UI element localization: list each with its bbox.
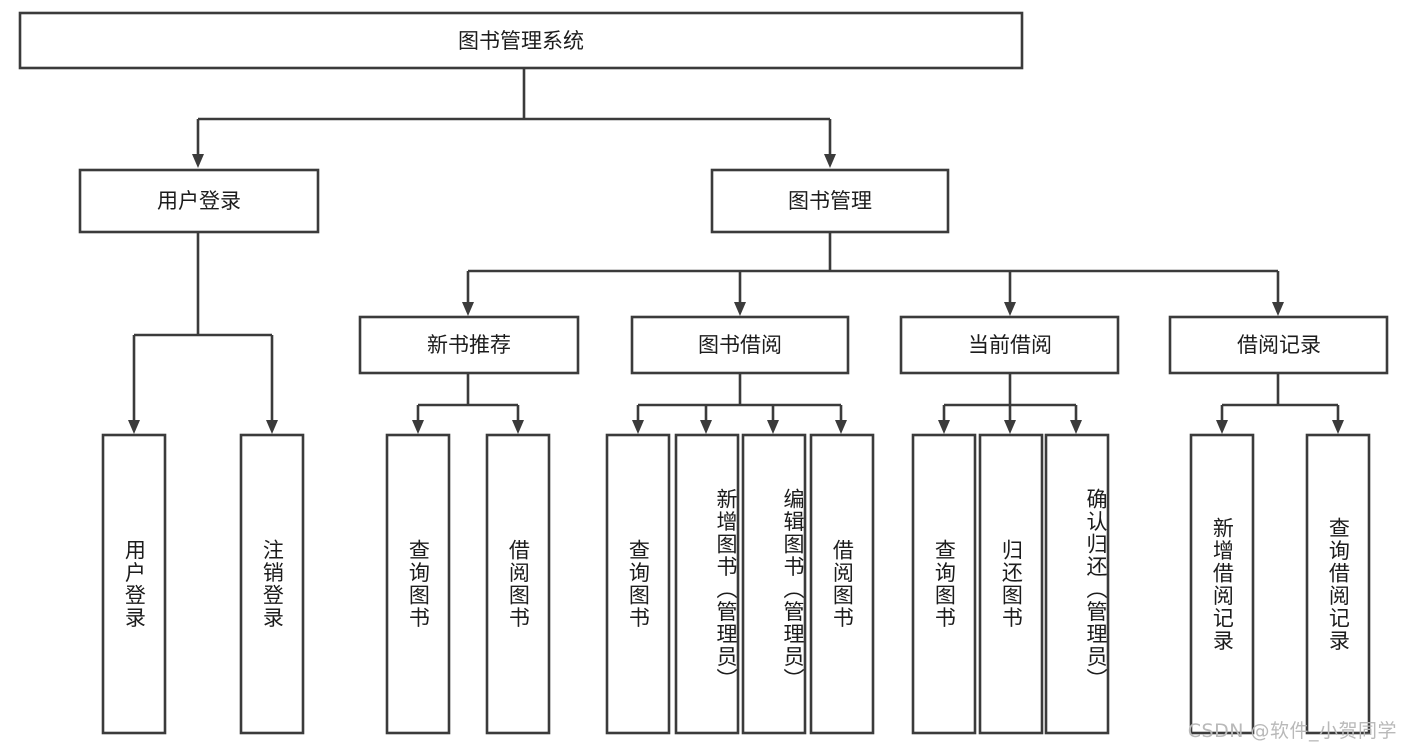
node-current-borrow-label: 当前借阅 xyxy=(968,333,1052,357)
arrow-bb-c1 xyxy=(632,420,644,434)
arrow-bb-c3 xyxy=(767,420,779,434)
leaf-box-borrow-record-1[interactable] xyxy=(1189,433,1255,735)
connector-current-borrow-children xyxy=(938,373,1082,434)
node-book-borrow[interactable]: 图书借阅 xyxy=(630,315,850,375)
leaf-boxes-new-book-recommend xyxy=(385,433,551,735)
node-current-borrow[interactable]: 当前借阅 xyxy=(899,315,1120,375)
node-new-book-recommend-box[interactable] xyxy=(358,315,580,375)
leaf-boxes-borrow-record xyxy=(1189,433,1371,735)
arrow-bb-c4 xyxy=(835,420,847,434)
connector-book-manage-children xyxy=(462,232,1284,316)
node-current-borrow-box[interactable] xyxy=(899,315,1120,375)
arrow-to-book-manage xyxy=(824,154,836,168)
node-book-manage[interactable]: 图书管理 xyxy=(710,168,950,234)
leaf-boxes-book-borrow xyxy=(605,433,875,735)
leaf-box-book-borrow-2[interactable] xyxy=(674,433,740,735)
arrow-bm-c1 xyxy=(462,302,474,316)
leaf-box-new-book-2[interactable] xyxy=(485,433,551,735)
node-borrow-record-box[interactable] xyxy=(1168,315,1389,375)
arrow-bb-c2 xyxy=(700,420,712,434)
node-root-label: 图书管理系统 xyxy=(458,29,584,53)
connector-borrow-record-children xyxy=(1216,373,1344,434)
arrow-nb-c2 xyxy=(512,420,524,434)
leaf-box-book-borrow-1[interactable] xyxy=(605,433,671,735)
arrow-bm-c4 xyxy=(1272,302,1284,316)
leaf-box-book-borrow-4[interactable] xyxy=(809,433,875,735)
node-user-login[interactable]: 用户登录 xyxy=(78,168,320,234)
arrow-bm-c3 xyxy=(1004,302,1016,316)
node-book-manage-box[interactable] xyxy=(710,168,950,234)
node-book-manage-label: 图书管理 xyxy=(788,189,872,213)
node-book-borrow-label: 图书借阅 xyxy=(698,333,782,357)
connector-book-borrow-children xyxy=(632,373,847,434)
arrow-ul-c2 xyxy=(266,420,278,434)
connector-new-book-children xyxy=(412,373,524,434)
arrow-bm-c2 xyxy=(734,302,746,316)
leaf-box-borrow-record-2[interactable] xyxy=(1305,433,1371,735)
arrow-cb-c3 xyxy=(1070,420,1082,434)
leaf-boxes-current-borrow xyxy=(911,433,1110,735)
connector-root-to-level2 xyxy=(192,68,836,168)
node-root-box[interactable] xyxy=(18,11,1024,70)
leaf-box-current-borrow-2[interactable] xyxy=(978,433,1044,735)
node-book-borrow-box[interactable] xyxy=(630,315,850,375)
arrow-br-c1 xyxy=(1216,420,1228,434)
csdn-watermark: CSDN @软件_小贺同学 xyxy=(1187,720,1397,742)
arrow-to-user-login xyxy=(192,154,204,168)
leaf-box-current-borrow-3[interactable] xyxy=(1044,433,1110,735)
leaf-boxes-user-login xyxy=(101,433,305,735)
node-user-login-box[interactable] xyxy=(78,168,320,234)
node-borrow-record[interactable]: 借阅记录 xyxy=(1168,315,1389,375)
node-new-book-recommend-label: 新书推荐 xyxy=(427,333,511,357)
arrow-cb-c2 xyxy=(1004,420,1016,434)
leaf-box-book-borrow-3[interactable] xyxy=(741,433,807,735)
leaf-box-user-login-1[interactable] xyxy=(101,433,167,735)
node-user-login-label: 用户登录 xyxy=(157,189,241,213)
connector-user-login-children xyxy=(128,232,278,434)
arrow-ul-c1 xyxy=(128,420,140,434)
node-borrow-record-label: 借阅记录 xyxy=(1237,333,1321,357)
arrow-cb-c1 xyxy=(938,420,950,434)
node-new-book-recommend[interactable]: 新书推荐 xyxy=(358,315,580,375)
leaf-box-current-borrow-1[interactable] xyxy=(911,433,977,735)
arrow-nb-c1 xyxy=(412,420,424,434)
leaf-box-user-login-2[interactable] xyxy=(239,433,305,735)
leaf-box-new-book-1[interactable] xyxy=(385,433,451,735)
node-root[interactable]: 图书管理系统 xyxy=(18,11,1024,70)
arrow-br-c2 xyxy=(1332,420,1344,434)
